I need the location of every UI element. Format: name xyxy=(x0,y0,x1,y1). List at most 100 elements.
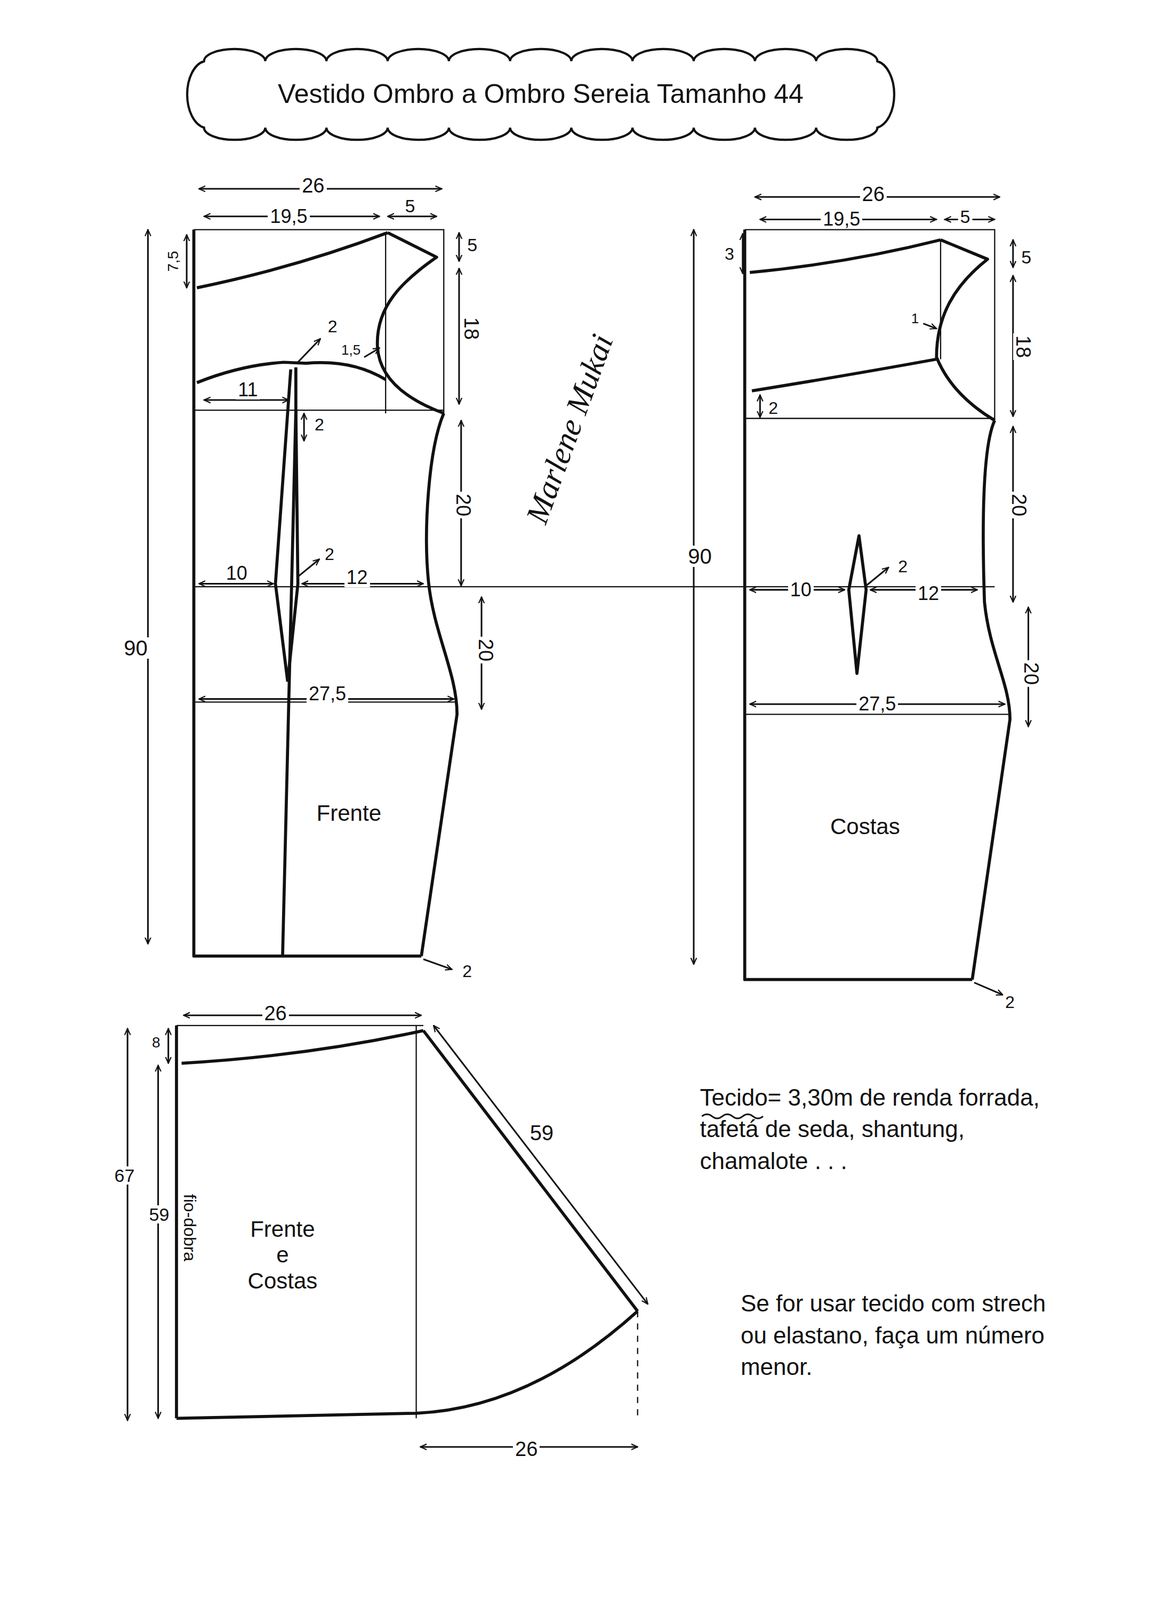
dimension-label: 20 xyxy=(1021,660,1042,687)
dimension-line xyxy=(186,234,188,288)
dimension-label: 18 xyxy=(461,315,482,342)
dimension-line xyxy=(1012,239,1014,268)
dimension-label: fio-dobra xyxy=(181,1191,199,1263)
skirt-waist xyxy=(181,1030,424,1063)
guide-line xyxy=(744,713,1010,715)
dimension-label: 3 xyxy=(722,245,737,263)
dimension-label: 20 xyxy=(475,636,496,664)
dimension-line xyxy=(759,394,761,417)
dimension-line xyxy=(204,399,290,401)
dimension-label: 5 xyxy=(403,196,418,215)
dimension-line xyxy=(458,232,460,262)
dimension-label: 2 xyxy=(460,962,475,980)
dimension-line xyxy=(126,1028,129,1421)
dimension-label: 26 xyxy=(299,175,327,196)
front-side-seam xyxy=(421,413,457,957)
dimension-label: 10 xyxy=(223,563,250,583)
dimension-label: 27,5 xyxy=(856,694,898,714)
back-center xyxy=(744,229,973,980)
dimension-line xyxy=(297,558,320,577)
dimension-label: 19,5 xyxy=(820,209,863,229)
note-block: Se for usar tecido com strech ou elastan… xyxy=(740,1287,1057,1383)
dimension-line xyxy=(923,323,937,330)
pattern-piece: Frente xyxy=(194,229,460,956)
title-cloud xyxy=(187,49,895,140)
dimension-label: 26 xyxy=(860,183,887,205)
back-armhole xyxy=(936,239,995,421)
dimension-label: 67 xyxy=(111,1166,137,1185)
front-armhole xyxy=(377,232,445,414)
dimension-label: 7,5 xyxy=(165,248,181,274)
dimension-label: 12 xyxy=(344,567,371,588)
dimension-line xyxy=(157,1064,159,1418)
dimension-label: 2 xyxy=(322,545,337,563)
guide-line xyxy=(194,229,445,414)
guide-line xyxy=(385,232,387,414)
dimension-line xyxy=(433,1025,648,1304)
pattern-outlines xyxy=(176,229,1010,1419)
dimension-line xyxy=(147,229,149,944)
back-dart xyxy=(848,535,867,673)
back-side-seam xyxy=(972,420,1010,980)
dimension-label: 19,5 xyxy=(267,206,310,227)
dimension-line xyxy=(297,338,321,364)
skirt-hem xyxy=(176,1310,638,1418)
guide-line xyxy=(940,239,942,360)
skirt-fold xyxy=(174,1025,179,1419)
dimension-label: 12 xyxy=(915,583,942,604)
dimension-label: 8 xyxy=(149,1035,163,1050)
dimension-label: 20 xyxy=(453,491,474,519)
dimension-label: 2 xyxy=(895,557,910,575)
note-text: Tecido xyxy=(699,1084,768,1111)
dimension-line xyxy=(183,1014,422,1016)
dimension-label: 90 xyxy=(685,545,715,567)
dimension-label: 90 xyxy=(121,637,150,659)
dimension-label: 1,5 xyxy=(339,342,363,357)
guide-line xyxy=(194,409,445,411)
dimension-label: 27,5 xyxy=(306,684,349,704)
pattern-piece: Frente e Costas xyxy=(176,1025,638,1421)
dimension-label: 5 xyxy=(1019,247,1034,267)
dimension-label: 26 xyxy=(261,1003,289,1024)
dimension-label: 2 xyxy=(325,317,340,335)
back-neckline xyxy=(749,239,941,273)
dimension-label: 18 xyxy=(1013,333,1034,360)
guide-lines xyxy=(176,229,1010,1421)
dimension-line xyxy=(198,582,274,585)
dimension-line xyxy=(167,1028,170,1064)
dimension-label: 1 xyxy=(909,311,921,326)
title: Vestido Ombro a Ombro Sereia Tamanho 44 xyxy=(277,80,804,108)
back-bodice-edge xyxy=(751,359,937,391)
dimension-label: 2 xyxy=(766,399,781,417)
front-dart xyxy=(275,369,299,682)
dimension-label: 26 xyxy=(512,1438,540,1459)
pattern-piece: Costas xyxy=(744,229,1010,980)
dimension-label: 2 xyxy=(312,415,327,433)
dimension-label: 5 xyxy=(464,235,480,254)
guide-line xyxy=(176,1024,424,1026)
dimension-label: 5 xyxy=(957,207,973,226)
dimension-line xyxy=(974,982,1004,995)
dimension-label: 10 xyxy=(788,580,814,600)
dimension-line xyxy=(865,567,889,586)
dimension-label: 59 xyxy=(147,1205,172,1224)
dimension-line xyxy=(387,215,437,218)
piece-name: Frente e Costas xyxy=(244,1215,322,1295)
dimension-line xyxy=(364,347,380,357)
note-text: Se for usar tecido com strech ou elastan… xyxy=(740,1289,1046,1380)
piece-name: Frente xyxy=(313,799,385,828)
piece-name: Costas xyxy=(827,812,904,840)
fold-dashed-line xyxy=(637,1310,639,1421)
dimension-label: 2 xyxy=(1003,993,1017,1011)
skirt-side xyxy=(423,1030,638,1311)
signature-watermark: Marlene Mukai xyxy=(519,327,619,529)
dimension-line xyxy=(423,958,453,969)
guide-line xyxy=(415,1025,417,1419)
dimension-label: 11 xyxy=(235,380,260,400)
dimension-line xyxy=(692,229,695,965)
dimension-label: 59 xyxy=(527,1121,557,1144)
guide-line xyxy=(194,586,996,588)
guide-line xyxy=(744,417,996,419)
dimension-line xyxy=(741,233,744,274)
